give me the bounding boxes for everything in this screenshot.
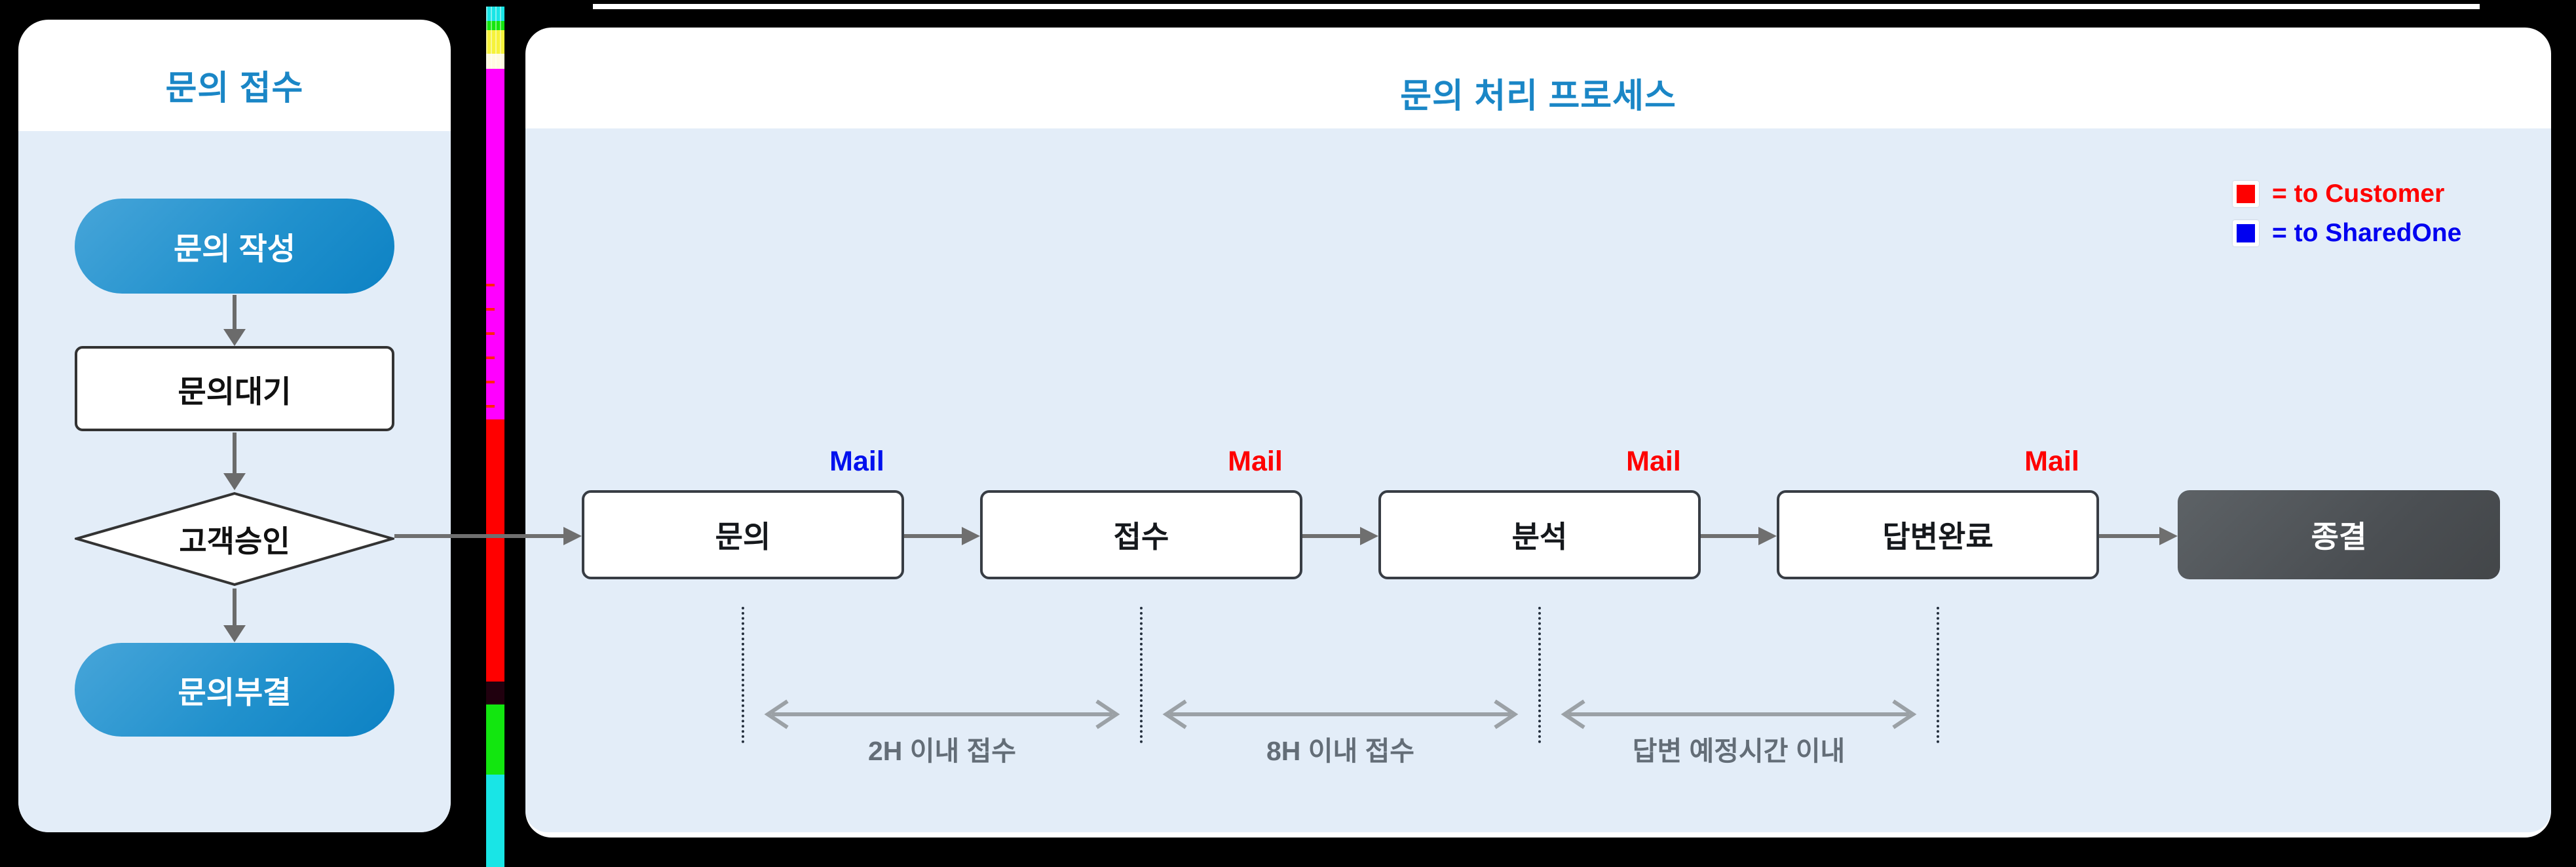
red-square-icon [2237, 185, 2255, 203]
legend-blue-tile [2233, 220, 2259, 246]
connector-analysis-to-answered [1701, 534, 1758, 538]
arrow-head-icon [1360, 527, 1378, 545]
connector-answered-to-closed [2099, 534, 2159, 538]
sla-boundary-answered [1937, 607, 1939, 743]
arrow-head-icon [223, 473, 246, 490]
left-panel-title: 문의 접수 [165, 69, 304, 107]
measure-arrow-8h [1162, 699, 1519, 729]
mail-label-sharedone: Mail [829, 446, 884, 477]
sla-boundary-analysis [1538, 607, 1541, 743]
step-box-analysis: 분석 [1378, 490, 1701, 579]
legend-red-tile [2233, 181, 2259, 207]
node-inquiry-wait: 문의대기 [75, 346, 394, 431]
connector-receipt-to-analysis [1302, 534, 1360, 538]
measure-arrow-2h [764, 699, 1120, 729]
arrow-head-icon [1758, 527, 1777, 545]
legend-row-customer: = to Customer [2233, 180, 2461, 208]
legend: = to Customer = to SharedOne [2233, 180, 2462, 247]
node-customer-approval: 고객승인 [75, 491, 394, 587]
right-panel-title: 문의 처리 프로세스 [1400, 77, 1676, 115]
glitch-color-strip [486, 7, 504, 867]
connector-approve-to-inquiry [394, 534, 563, 538]
arrow-head-icon [2159, 527, 2178, 545]
sla-label-answer-time: 답변 예정시간 이내 [1632, 736, 1846, 766]
inquiry-reception-panel: 문의 접수 문의 작성 문의대기 고객승인 문의부결 [18, 20, 451, 832]
blue-square-icon [2237, 224, 2255, 242]
measure-arrow-answer-time [1561, 699, 1917, 729]
mail-label-customer-1: Mail [1228, 446, 1283, 477]
arrow-head-icon [563, 527, 582, 545]
decision-diamond-shape [75, 491, 394, 587]
mail-label-customer-2: Mail [1626, 446, 1681, 477]
glitch-strip-ticks [486, 262, 495, 425]
mail-label-customer-3: Mail [2024, 446, 2079, 477]
sla-boundary-receipt [1140, 607, 1143, 743]
step-box-inquiry: 문의 [582, 490, 904, 579]
decision-diamond-label: 고객승인 [179, 524, 290, 558]
arrow-head-icon [223, 625, 246, 642]
node-inquiry-reject: 문의부결 [75, 643, 394, 737]
step-box-answered: 답변완료 [1777, 490, 2099, 579]
top-white-hairline [593, 4, 2480, 9]
step-box-closed: 종결 [2178, 490, 2500, 579]
sla-boundary-inquiry [742, 607, 744, 743]
sla-label-8h: 8H 이내 접수 [1266, 736, 1415, 766]
legend-row-sharedone: = to SharedOne [2233, 219, 2462, 247]
glitch-strip-noise [486, 7, 504, 69]
arrow-head-icon [962, 527, 980, 545]
step-box-receipt: 접수 [980, 490, 1302, 579]
node-inquiry-write: 문의 작성 [75, 199, 394, 294]
connector-inquiry-to-receipt [904, 534, 962, 538]
arrow-head-icon [223, 329, 246, 346]
sla-label-2h: 2H 이내 접수 [867, 736, 1017, 766]
legend-sharedone-label: = to SharedOne [2272, 219, 2462, 247]
legend-customer-label: = to Customer [2272, 180, 2445, 208]
